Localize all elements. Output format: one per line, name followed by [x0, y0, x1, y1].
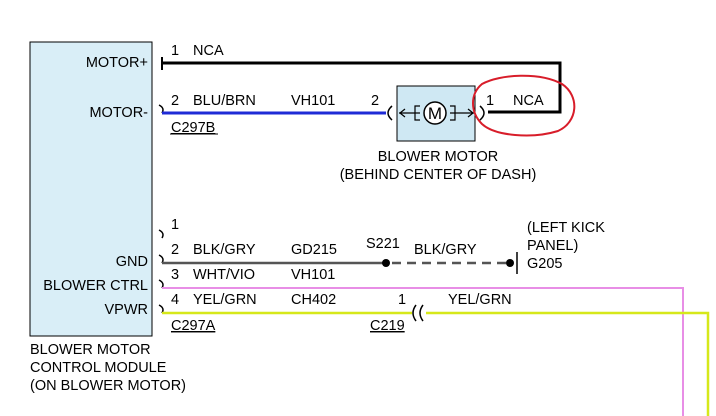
module-caption-line-1: BLOWER MOTOR: [30, 342, 151, 358]
connector-c219-label: C219: [370, 318, 405, 334]
motor-icon: [423, 101, 447, 125]
ground-g205-label: G205: [527, 256, 562, 272]
connector-c297a-clip-1: [158, 229, 164, 239]
motor-side-pin-number: 2: [371, 93, 379, 109]
motor-caption-line-1: BLOWER MOTOR: [378, 149, 499, 165]
vpwr-wire-color: YEL/GRN: [193, 292, 257, 308]
connector-c297a-label: C297A: [171, 318, 216, 334]
ground-location-line-1: (LEFT KICK: [527, 220, 605, 236]
red-highlight-circle: [472, 74, 576, 137]
blower-motor-right-terminal: [479, 105, 485, 121]
motor-neg-pin-number: 2: [171, 93, 179, 109]
motor-pos-wire-color: NCA: [193, 43, 224, 59]
pin-motor-neg-label: MOTOR-: [89, 105, 148, 121]
gnd-circuit-id: GD215: [291, 242, 337, 258]
splice-s221-label: S221: [366, 236, 400, 252]
spare-pin-number: 1: [171, 217, 179, 233]
blower-ctrl-pin-number: 3: [171, 267, 179, 283]
motor-brush-left: [414, 105, 420, 121]
module-caption-line-2: CONTROL MODULE: [30, 360, 167, 376]
vpwr-inline-wire-color: YEL/GRN: [448, 292, 512, 308]
connector-c219-clip-right: [419, 304, 424, 322]
connector-c219-clip-left: [412, 304, 417, 322]
vpwr-inline-pin-number: 1: [398, 292, 406, 308]
motor-internal-arrow-right: [467, 108, 474, 118]
gnd-pin-number: 2: [171, 242, 179, 258]
vpwr-wire-right: [426, 311, 710, 416]
motor-return-wire-color: NCA: [513, 93, 544, 109]
gnd-splice-wire-color: BLK/GRY: [414, 242, 477, 258]
motor-pos-wire: [162, 61, 562, 114]
motor-brush-right: [450, 105, 456, 121]
connector-c297b-label: C297B: [171, 120, 215, 136]
motor-caption-line-2: (BEHIND CENTER OF DASH): [340, 167, 537, 183]
pin-blower-ctrl-label: BLOWER CTRL: [43, 278, 148, 294]
blower-ctrl-circuit-id: VH101: [291, 267, 335, 283]
blower-motor-left-terminal: [387, 105, 393, 121]
vpwr-pin-number: 4: [171, 292, 179, 308]
pin-motor-pos-label: MOTOR+: [86, 55, 148, 71]
ground-location-line-2: PANEL): [527, 238, 578, 254]
splice-s221-dot: [382, 259, 390, 267]
motor-neg-circuit-id: VH101: [291, 93, 335, 109]
pin-vpwr-label: VPWR: [105, 302, 149, 318]
blower-motor-control-module-box: [29, 41, 153, 337]
motor-pos-pin-number: 1: [171, 43, 179, 59]
motor-return-pin-number: 1: [486, 93, 494, 109]
module-caption-line-3: (ON BLOWER MOTOR): [30, 378, 186, 394]
gnd-wire-color: BLK/GRY: [193, 242, 256, 258]
blower-ctrl-wire: [162, 287, 684, 416]
connector-c297a-clip-3: [158, 279, 164, 289]
blower-ctrl-wire-color: WHT/VIO: [193, 267, 255, 283]
motor-symbol-label: M: [428, 104, 442, 123]
ground-g205-dot: [506, 259, 514, 267]
motor-internal-arrow-left: [399, 108, 406, 118]
pin-gnd-label: GND: [116, 254, 148, 270]
motor-neg-wire-color: BLU/BRN: [193, 93, 256, 109]
vpwr-circuit-id: CH402: [291, 292, 336, 308]
